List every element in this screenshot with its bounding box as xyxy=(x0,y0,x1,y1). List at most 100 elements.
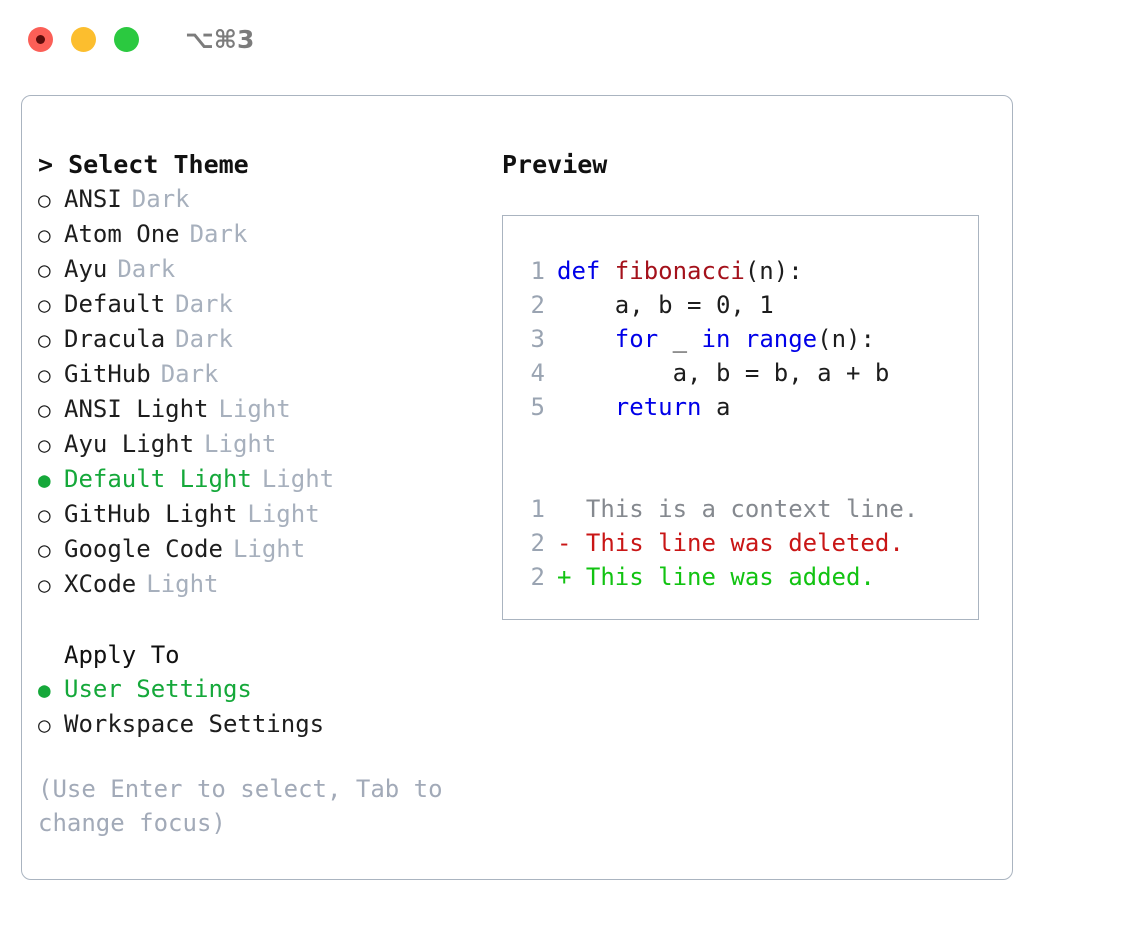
line-number: 2 xyxy=(530,291,545,319)
theme-option-label: Atom One xyxy=(64,220,180,248)
code-token: a, b = 0, 1 xyxy=(557,291,774,319)
radio-selected-icon: ● xyxy=(38,468,51,492)
code-line: 4 a, b = b, a + b xyxy=(503,356,978,390)
theme-option-label: Default Light xyxy=(64,465,252,493)
theme-option-github[interactable]: ○ GitHub Dark xyxy=(38,357,488,392)
window-controls xyxy=(28,26,139,52)
line-number: 3 xyxy=(530,325,545,353)
theme-option-variant-tag: Light xyxy=(232,535,306,563)
close-icon xyxy=(36,34,45,44)
theme-option-variant-tag: Dark xyxy=(175,325,233,353)
radio-unselected-icon: ○ xyxy=(38,503,51,527)
diff-line: 2- This line was deleted. xyxy=(503,526,978,560)
code-token: in xyxy=(701,325,731,353)
theme-option-dracula[interactable]: ○ Dracula Dark xyxy=(38,322,488,357)
radio-unselected-icon: ○ xyxy=(38,538,51,562)
theme-option-label: GitHub xyxy=(64,360,151,388)
code-token: a, b = b, a + b xyxy=(557,359,890,387)
code-token: (n): xyxy=(817,325,875,353)
theme-option-variant-tag: Light xyxy=(204,430,277,458)
line-number: 4 xyxy=(530,359,545,387)
theme-option-variant-tag: Dark xyxy=(131,185,190,213)
theme-option-variant-tag: Dark xyxy=(117,255,176,283)
apply-to-option-workspace-settings[interactable]: ○ Workspace Settings xyxy=(38,707,488,742)
theme-option-label: GitHub Light xyxy=(64,500,238,528)
code-token: range xyxy=(744,325,818,353)
theme-option-label: ANSI Light xyxy=(64,395,209,423)
diff-line: 1 This is a context line. xyxy=(503,492,978,526)
radio-unselected-icon: ○ xyxy=(38,573,51,597)
radio-unselected-icon: ○ xyxy=(38,713,51,737)
theme-option-label: Default xyxy=(64,290,166,318)
theme-option-google-code[interactable]: ○ Google Code Light xyxy=(38,532,488,567)
diff-line-text: This is a context line. xyxy=(557,495,919,523)
apply-to-option-label: User Settings xyxy=(64,675,252,703)
theme-option-variant-tag: Dark xyxy=(160,360,219,388)
preview-heading: Preview xyxy=(502,150,608,179)
code-line-text: a, b = 0, 1 xyxy=(557,288,774,322)
theme-option-ayu[interactable]: ○ Ayu Dark xyxy=(38,252,488,287)
radio-unselected-icon: ○ xyxy=(38,188,51,212)
code-token: return xyxy=(614,393,702,421)
code-token: for xyxy=(614,325,659,353)
code-token: _ xyxy=(658,325,702,353)
code-token xyxy=(730,325,744,353)
radio-unselected-icon: ○ xyxy=(38,328,51,352)
theme-option-ansi[interactable]: ○ ANSI Dark xyxy=(38,182,488,217)
theme-option-label: Dracula xyxy=(64,325,166,353)
theme-option-label: Ayu Light xyxy=(64,430,195,458)
code-token: (n): xyxy=(744,257,803,285)
zoom-button[interactable] xyxy=(114,26,139,52)
radio-unselected-icon: ○ xyxy=(38,293,51,317)
code-line: 5 return a xyxy=(503,390,978,424)
code-line: 2 a, b = 0, 1 xyxy=(503,288,978,322)
theme-option-variant-tag: Dark xyxy=(189,220,248,248)
diff-line-text: - This line was deleted. xyxy=(557,529,904,557)
minimize-button[interactable] xyxy=(71,26,96,52)
theme-option-label: ANSI xyxy=(64,185,122,213)
keyboard-hint-text: (Use Enter to select, Tab to change focu… xyxy=(38,775,458,837)
apply-to-option-list: ●User Settings ○ Workspace Settings xyxy=(38,672,488,742)
code-token xyxy=(557,393,615,421)
theme-option-variant-tag: Light xyxy=(247,500,320,528)
line-number: 2 xyxy=(530,563,545,591)
code-token: fibonacci xyxy=(614,257,745,285)
radio-unselected-icon: ○ xyxy=(38,258,51,282)
theme-option-label: XCode xyxy=(64,570,137,598)
code-token xyxy=(557,325,615,353)
close-button[interactable] xyxy=(28,26,53,52)
apply-to-option-user-settings[interactable]: ●User Settings xyxy=(38,672,488,707)
keyboard-shortcut-label: ⌥⌘3 xyxy=(185,24,255,54)
theme-option-label: Google Code xyxy=(64,535,223,563)
diff-line-text: + This line was added. xyxy=(557,563,875,591)
code-token: a xyxy=(701,393,731,421)
theme-option-atom-one[interactable]: ○ Atom One Dark xyxy=(38,217,488,252)
line-number: 5 xyxy=(530,393,545,421)
theme-option-variant-tag: Light xyxy=(261,465,335,493)
theme-option-github-light[interactable]: ○ GitHub Light Light xyxy=(38,497,488,532)
title-bar: ⌥⌘3 xyxy=(0,0,1140,78)
code-token: def xyxy=(557,257,615,285)
radio-unselected-icon: ○ xyxy=(38,363,51,387)
theme-option-label: Ayu xyxy=(64,255,108,283)
diff-sample: 1 This is a context line.2- This line wa… xyxy=(503,492,978,594)
apply-to-heading: Apply To xyxy=(64,641,180,669)
code-line-text: a, b = b, a + b xyxy=(557,356,890,390)
diff-line: 2 + This line was added. xyxy=(503,560,978,594)
code-line-text: return a xyxy=(557,390,731,424)
apply-to-option-label: Workspace Settings xyxy=(64,710,325,738)
radio-unselected-icon: ○ xyxy=(38,223,51,247)
theme-option-default-light[interactable]: ● Default Light Light xyxy=(38,462,488,497)
line-number: 1 xyxy=(530,495,545,523)
